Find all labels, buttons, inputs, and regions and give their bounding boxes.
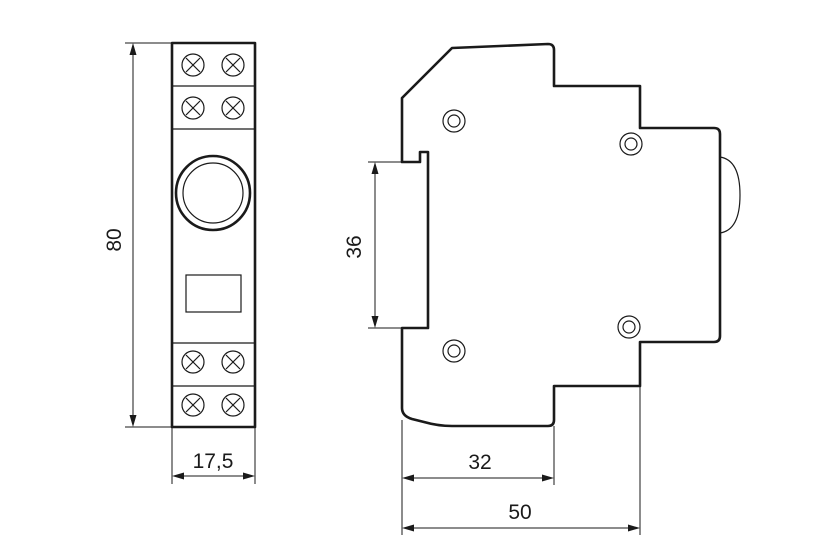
- front-view: [170, 41, 257, 429]
- front-height-label: 80: [103, 228, 126, 251]
- mounting-screw-icon: [619, 132, 643, 156]
- mounting-screw-icon: [442, 109, 466, 133]
- terminal-screw-icon: [181, 393, 205, 417]
- total-depth-label: 50: [508, 501, 531, 524]
- total-depth-dimension: 50: [402, 386, 641, 535]
- terminal-screw-icon: [221, 350, 245, 374]
- side-push-button: [719, 156, 741, 234]
- front-height-dimension: 80: [103, 42, 172, 428]
- front-width-label: 17,5: [193, 450, 234, 473]
- front-terminal-screws: [181, 53, 245, 417]
- mounting-screw-icon: [617, 315, 641, 339]
- terminal-screw-icon: [181, 53, 205, 77]
- indicator-lamp-lens: [182, 162, 244, 224]
- front-body-outline: [170, 41, 257, 429]
- side-view: [400, 42, 741, 428]
- terminal-screw-icon: [181, 350, 205, 374]
- mounting-screw-icon: [442, 339, 466, 363]
- terminal-screw-icon: [221, 393, 245, 417]
- label-window: [185, 274, 242, 313]
- rail-height-dimension: 36: [343, 161, 402, 329]
- terminal-screw-icon: [221, 53, 245, 77]
- rail-height-label: 36: [343, 235, 366, 258]
- indicator-lamp-outer-ring: [174, 154, 252, 232]
- terminal-screw-icon: [181, 96, 205, 120]
- side-body-outline: [400, 42, 722, 428]
- front-width-dimension: 17,5: [171, 427, 256, 484]
- terminal-screw-icon: [221, 96, 245, 120]
- inner-depth-label: 32: [468, 451, 491, 474]
- inner-depth-dimension: 32: [401, 420, 555, 535]
- side-mounting-screws: [442, 109, 643, 363]
